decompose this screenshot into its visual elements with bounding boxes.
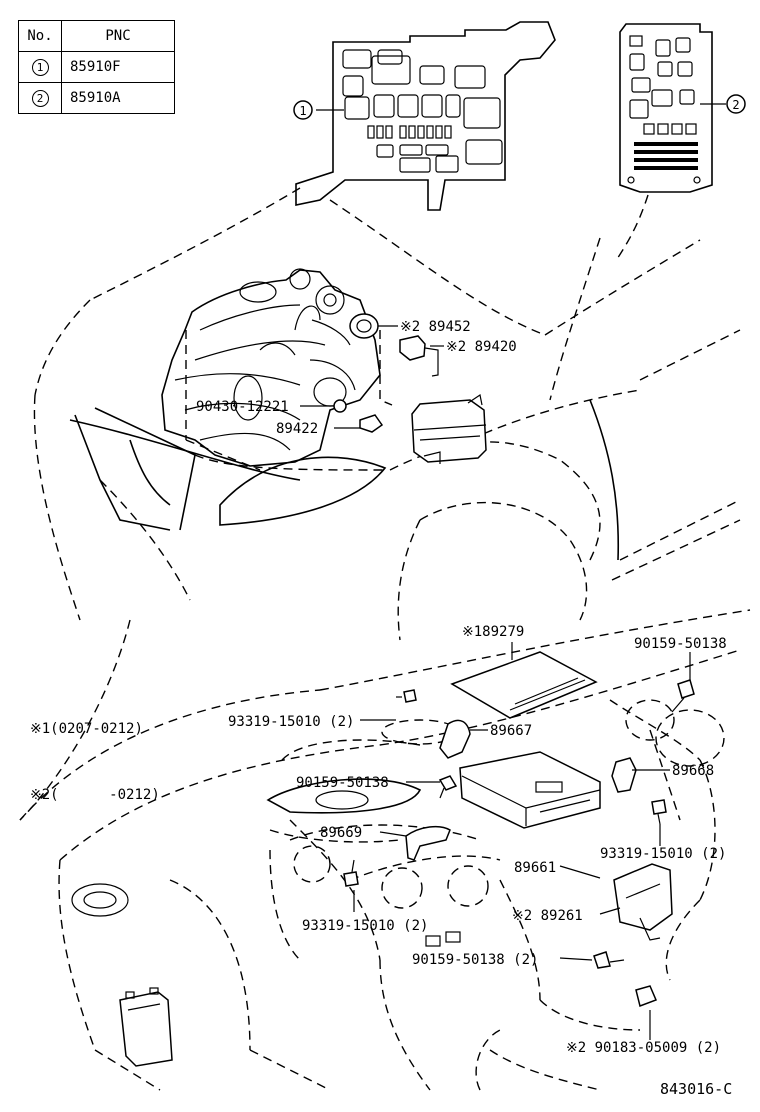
lower-components [119, 651, 695, 1067]
relay-block-2 [619, 23, 713, 193]
engine [161, 268, 439, 471]
note-line: ※1(0207-0212) [30, 718, 160, 740]
label-93319-15010-c: 93319-15010 (2) [600, 846, 726, 862]
note-text: (0207-0212) [50, 721, 143, 737]
relay-block-1 [295, 21, 556, 211]
row-pnc: 85910A [61, 82, 175, 114]
label-93319-15010-a: 93319-15010 (2) [228, 714, 354, 730]
row-number: 2 [31, 89, 49, 107]
label-89422: 89422 [276, 421, 318, 437]
label-90430-12221: 90430-12221 [196, 399, 289, 415]
label-93319-15010-b: 93319-15010 (2) [302, 918, 428, 934]
label-89669: 89669 [320, 825, 362, 841]
note-line: ※2( -0212) [30, 784, 160, 806]
applicability-notes: ※1(0207-0212) ※2( -0212) [30, 674, 160, 828]
label-89668: 89668 [672, 763, 714, 779]
note-mark: ※1 [30, 721, 51, 737]
svg-text:1: 1 [299, 104, 306, 118]
vehicle-outline [19, 187, 751, 1091]
label-90159-50138-b: 90159-50138 [296, 775, 389, 791]
callout-marker-2: 2 [726, 94, 746, 114]
table-row: 2 85910A [18, 82, 175, 114]
drawing-code: 843016-C [660, 1080, 733, 1098]
label-90159-50138-a: 90159-50138 [634, 636, 727, 652]
header-pnc: PNC [61, 20, 175, 52]
label-89661: 89661 [514, 860, 556, 876]
svg-text:2: 2 [732, 98, 739, 112]
row-pnc: 85910F [61, 51, 175, 83]
label-89452: ※2 89452 [400, 319, 471, 335]
label-89420: ※2 89420 [446, 339, 517, 355]
leader-lines [300, 103, 726, 1040]
pnc-table-header: No. PNC [18, 20, 175, 52]
row-number: 1 [31, 58, 49, 76]
table-row: 1 85910F [18, 51, 175, 83]
engine-ecu [411, 394, 487, 464]
callout-marker-1: 1 [293, 100, 313, 120]
pnc-table: No. PNC 1 85910F 2 85910A [18, 20, 175, 114]
label-189279: ※189279 [462, 624, 524, 640]
note-mark: ※2 [30, 787, 51, 803]
label-89667: 89667 [490, 723, 532, 739]
label-90159-50138-c: 90159-50138 (2) [412, 952, 538, 968]
header-no: No. [18, 20, 62, 52]
label-90183-05009: ※2 90183-05009 (2) [566, 1040, 721, 1056]
label-89261: ※2 89261 [512, 908, 583, 924]
note-text: ( -0212) [50, 787, 160, 803]
